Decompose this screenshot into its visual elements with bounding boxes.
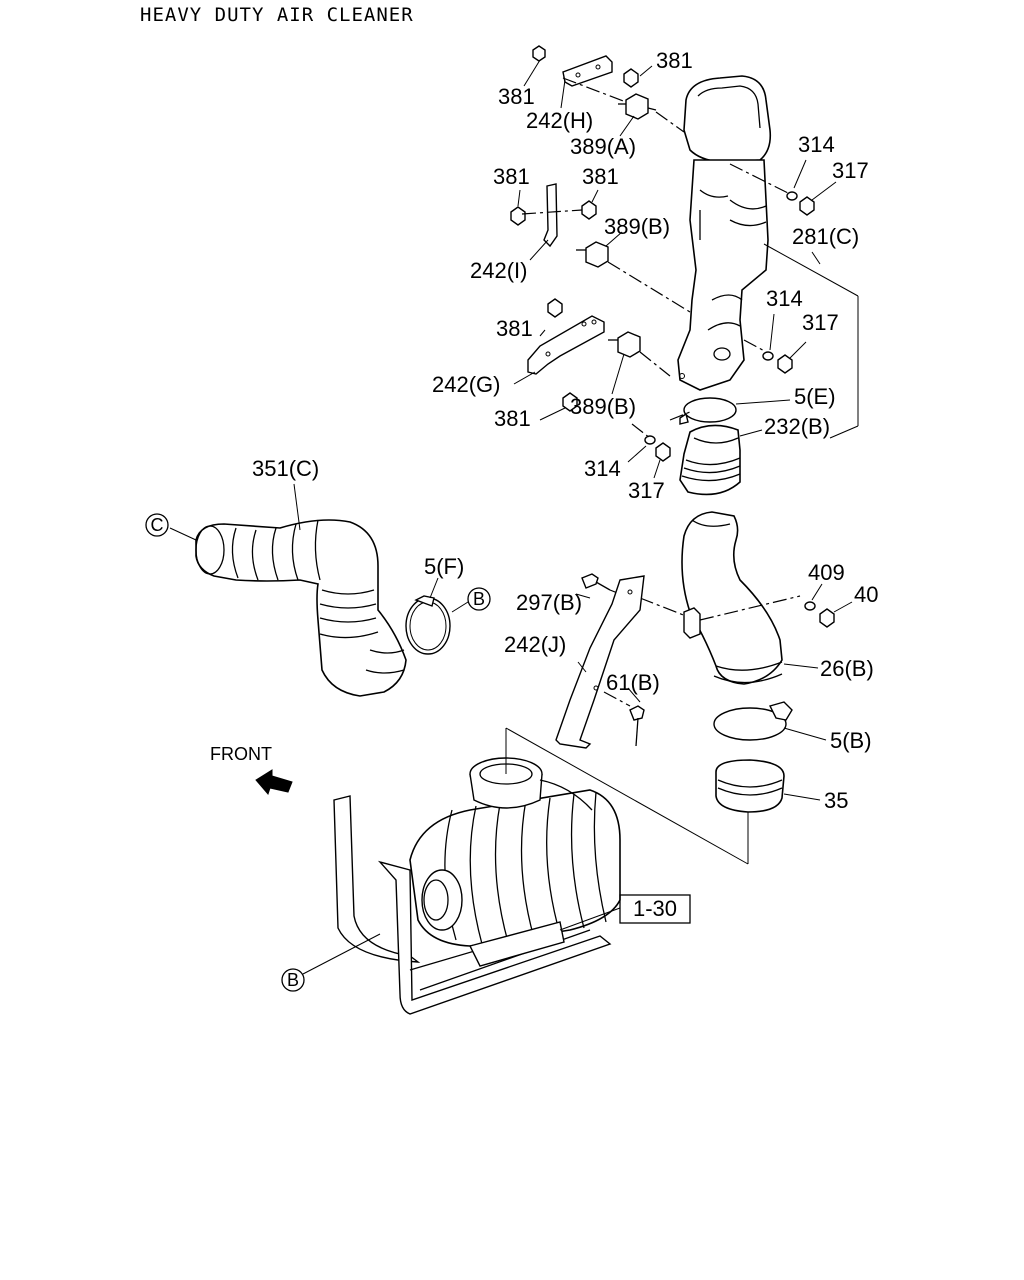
bracket-242h [562, 55, 613, 87]
front-label: FRONT [210, 744, 272, 764]
label-35: 35 [824, 788, 848, 813]
label-381-b: 381 [656, 48, 693, 73]
ref-circle-b-bottom-label: B [287, 970, 299, 990]
label-314-c: 314 [584, 456, 621, 481]
clamp-5e [679, 397, 791, 425]
label-381-d: 381 [582, 164, 619, 189]
intake-pipe-281c [677, 75, 859, 439]
label-381-e: 381 [496, 316, 533, 341]
label-389a: 389(A) [570, 134, 636, 159]
nut-381-e [547, 298, 563, 318]
label-317-a: 317 [832, 158, 869, 183]
nut-381-b [623, 68, 639, 88]
label-242i: 242(I) [470, 258, 527, 283]
elbow-26b [639, 511, 819, 685]
bracket-242i-group [510, 183, 691, 313]
mount-389b-1 [585, 241, 609, 268]
bracket-242h-group [523, 45, 685, 137]
bracket-242i [543, 183, 558, 248]
label-381-c: 381 [493, 164, 530, 189]
label-242g: 242(G) [432, 372, 500, 397]
nut-381-f [562, 392, 578, 412]
washer-nut-upper [786, 159, 837, 216]
front-arrow-icon [255, 769, 293, 795]
ref-circle-c-label: C [151, 515, 164, 535]
label-351c: 351(C) [252, 456, 319, 481]
bellows-232b [679, 424, 763, 496]
washer-nut-lower [627, 411, 691, 479]
clamp-5b [713, 701, 827, 741]
hose-351c [169, 483, 407, 697]
bracket-242g-group [513, 298, 671, 421]
frame-rail-right [377, 860, 612, 1015]
ref-circle-b-right [467, 587, 491, 611]
bracket-242j [555, 573, 645, 749]
label-317-b: 317 [802, 310, 839, 335]
label-242j: 242(J) [504, 632, 566, 657]
ref-circle-b-bottom [281, 933, 381, 992]
mount-389a [625, 93, 649, 120]
label-281c: 281(C) [792, 224, 859, 249]
label-389b-1: 389(B) [604, 214, 670, 239]
label-297b: 297(B) [516, 590, 582, 615]
label-409: 409 [808, 560, 845, 585]
label-40: 40 [854, 582, 878, 607]
washer-nut-409-40 [804, 583, 853, 628]
frame-rail-left [333, 795, 421, 963]
clamp-5f [405, 577, 469, 655]
ref-box-label: 1-30 [633, 896, 677, 921]
ref-box-1-30 [559, 894, 691, 931]
label-26b: 26(B) [820, 656, 874, 681]
nut-381-d [581, 200, 597, 220]
label-5b: 5(B) [830, 728, 872, 753]
nut-381-a [532, 45, 546, 62]
label-5e: 5(E) [794, 384, 836, 409]
label-314-a: 314 [798, 132, 835, 157]
bracket-242g [527, 315, 605, 375]
mount-389b-2 [617, 331, 641, 358]
label-232b: 232(B) [764, 414, 830, 439]
label-389b-2: 389(B) [570, 394, 636, 419]
label-5f: 5(F) [424, 554, 464, 579]
ref-circle-c [145, 513, 169, 537]
washer-nut-middle [762, 313, 807, 374]
label-317-c: 317 [628, 478, 665, 503]
diagram-title: HEAVY DUTY AIR CLEANER [140, 4, 414, 26]
label-61b: 61(B) [606, 670, 660, 695]
ref-circle-b-right-label: B [473, 589, 485, 609]
air-cleaner-body [333, 728, 621, 1015]
label-381-f: 381 [494, 406, 531, 431]
label-314-b: 314 [766, 286, 803, 311]
label-381-a: 381 [498, 84, 535, 109]
label-242h: 242(H) [526, 108, 593, 133]
ring-35 [505, 727, 821, 865]
nut-381-c [510, 206, 526, 226]
